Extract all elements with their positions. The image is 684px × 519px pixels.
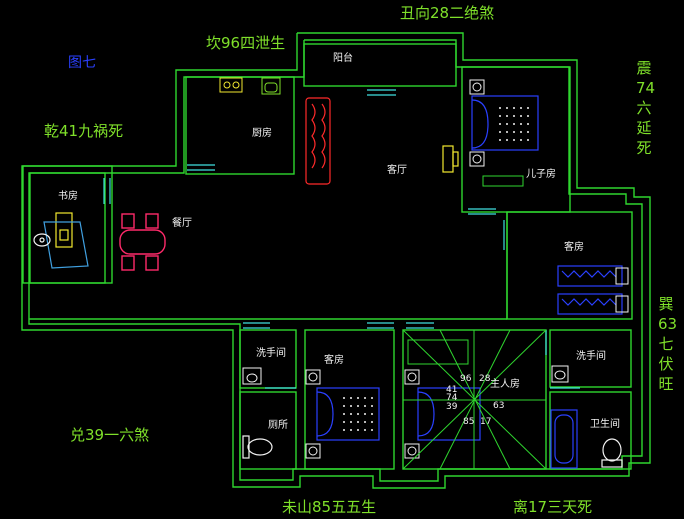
compass-lines	[402, 329, 547, 470]
direction-right-upper: 震74六延死	[636, 59, 656, 157]
direction-bottom-right: 离17三天死	[513, 498, 593, 516]
washroom-right-sink	[551, 365, 569, 383]
master-nightstands	[404, 369, 420, 459]
washroom-left-sink	[242, 367, 262, 385]
tv-cabinet	[442, 145, 459, 173]
compass-number: 17	[480, 417, 492, 427]
compass-number: 96	[460, 374, 472, 384]
sofa	[305, 97, 331, 185]
room-washroom-left: 洗手间	[256, 348, 286, 359]
direction-bottom-left: 未山85五五生	[282, 498, 377, 516]
direction-right-lower: 巽63七伏旺	[658, 295, 678, 393]
room-guest-bottom: 客房	[324, 355, 344, 366]
room-toilet: 厕所	[268, 420, 288, 431]
study-desk	[55, 212, 73, 248]
compass-number: 85	[463, 417, 475, 427]
direction-top-left: 坎96四泄生	[206, 34, 286, 52]
study-chair	[43, 221, 89, 269]
room-kitchen: 厨房	[252, 128, 272, 139]
son-desk	[482, 175, 524, 187]
master-bed	[417, 387, 481, 441]
room-master: 主人房	[490, 379, 520, 390]
room-study: 书房	[58, 191, 78, 202]
compass-number: 74	[446, 393, 458, 403]
bathroom-toilet	[601, 438, 623, 468]
guest-right-pillows	[615, 267, 629, 313]
guest-right-beds	[557, 265, 623, 315]
room-balcony: 阳台	[333, 53, 353, 64]
compass-number: 28	[479, 374, 491, 384]
stair-box	[407, 339, 469, 365]
direction-left-upper: 乾41九祸死	[44, 122, 124, 140]
direction-left-lower: 兑39一六煞	[70, 426, 150, 444]
room-guest-right: 客房	[564, 242, 584, 253]
guest-bottom-nightstands	[305, 369, 321, 459]
room-dining: 餐厅	[172, 218, 192, 229]
kitchen-sink	[261, 77, 281, 95]
compass-number: 41	[446, 385, 458, 395]
room-bathroom: 卫生间	[590, 419, 620, 430]
compass-number: 39	[446, 402, 458, 412]
direction-top: 丑向28二绝煞	[400, 4, 495, 22]
room-living: 客厅	[387, 165, 407, 176]
son-nightstands	[469, 79, 485, 167]
compass-number: 63	[493, 401, 505, 411]
dining-set	[119, 213, 166, 271]
room-son: 儿子房	[526, 169, 556, 180]
son-bed-dots	[499, 107, 529, 141]
bathtub	[550, 409, 578, 469]
figure-label: 图七	[68, 55, 96, 71]
kitchen-fixtures	[219, 77, 243, 93]
room-washroom-right: 洗手间	[576, 351, 606, 362]
study-toilet	[33, 233, 51, 247]
toilet-fixture	[242, 435, 273, 459]
windows	[103, 89, 580, 389]
son-bed	[471, 95, 539, 151]
guest-bottom-bed	[316, 387, 380, 441]
guest-bottom-bed-dots	[343, 397, 373, 431]
